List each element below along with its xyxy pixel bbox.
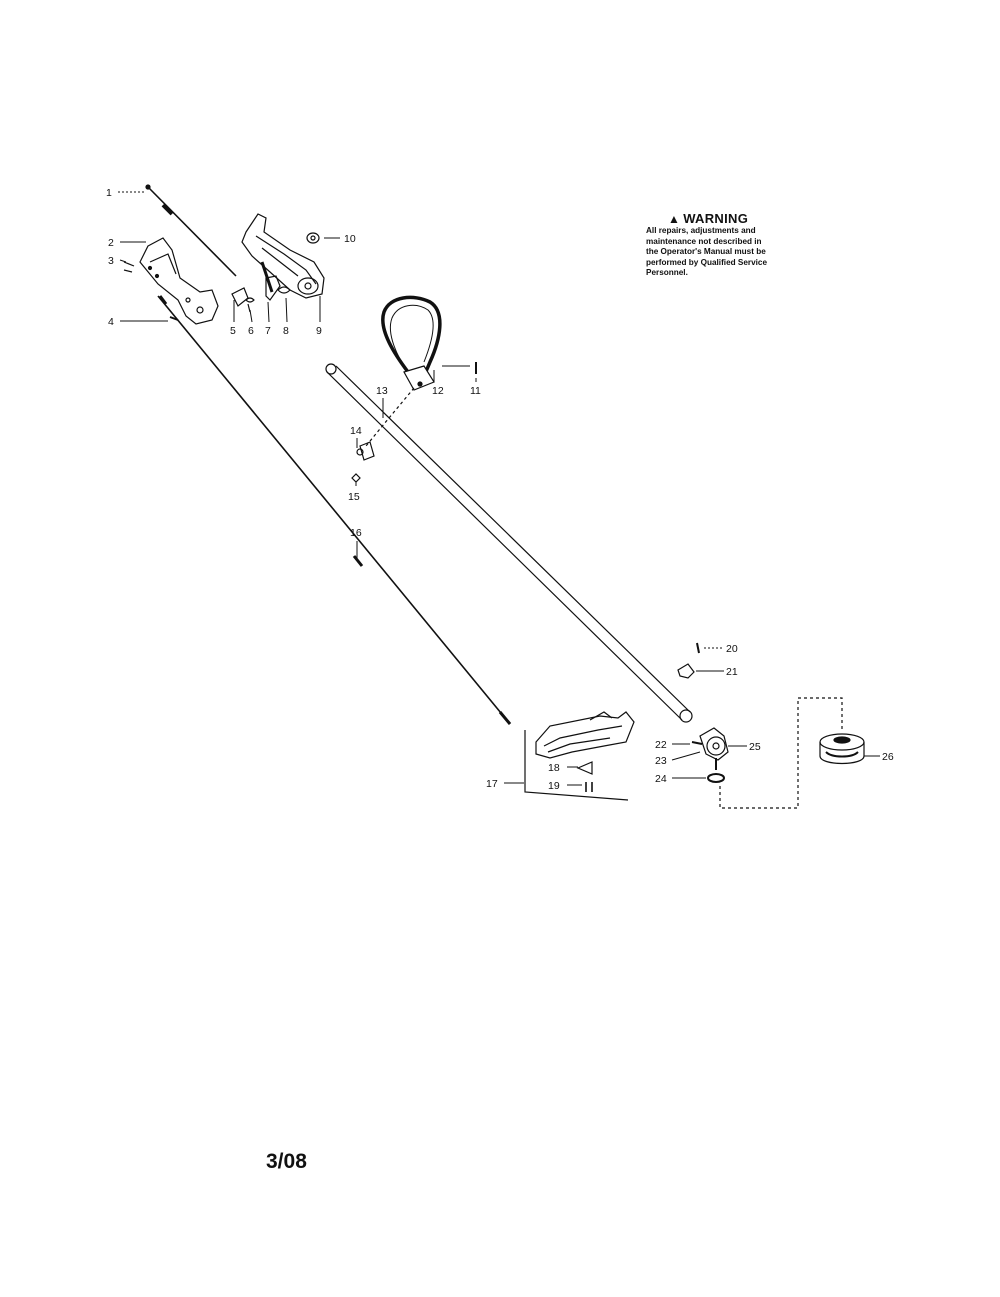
part-12-loop-handle bbox=[381, 295, 442, 391]
part-2-handle-housing bbox=[139, 237, 219, 325]
part-1-throttle-cable bbox=[145, 184, 237, 277]
warning-body: All repairs, adjustments and maintenance… bbox=[646, 226, 816, 279]
part-9-handle-assembly bbox=[241, 213, 325, 299]
callout-2: 2 bbox=[108, 237, 114, 249]
part-20-screw bbox=[696, 642, 700, 654]
warning-line: the Operator's Manual must be bbox=[646, 247, 766, 256]
part-21-clamp bbox=[677, 663, 695, 679]
callout-7: 7 bbox=[265, 325, 271, 337]
callout-6: 6 bbox=[248, 325, 254, 337]
callout-24: 24 bbox=[655, 773, 667, 785]
part-17-guard bbox=[535, 711, 635, 759]
part-6-spring bbox=[245, 297, 255, 313]
callout-20: 20 bbox=[726, 643, 738, 655]
callout-12: 12 bbox=[432, 385, 444, 397]
warning-line: maintenance not described in bbox=[646, 236, 762, 246]
callout-21: 21 bbox=[726, 666, 738, 678]
callout-1: 1 bbox=[106, 187, 112, 199]
warning-line: Personnel. bbox=[646, 268, 688, 277]
part-13-shaft-tube bbox=[325, 363, 693, 723]
callout-11: 11 bbox=[470, 385, 481, 397]
callout-3: 3 bbox=[108, 255, 114, 267]
leader-lines bbox=[118, 191, 880, 786]
warning-notice: ▲ WARNING All repairs, adjustments and m… bbox=[646, 211, 816, 279]
warning-title: ▲ WARNING bbox=[668, 211, 816, 226]
part-18-blade bbox=[576, 761, 593, 775]
callout-4: 4 bbox=[108, 316, 114, 328]
part-15-knob bbox=[351, 473, 361, 483]
part-3-screw bbox=[123, 261, 135, 273]
part-22-screw bbox=[691, 741, 703, 745]
callout-8: 8 bbox=[283, 325, 289, 337]
callout-25: 25 bbox=[749, 741, 761, 753]
callout-13: 13 bbox=[376, 385, 388, 397]
callout-18: 18 bbox=[548, 762, 560, 774]
part-24-washer bbox=[707, 773, 725, 783]
part-16-drive-shaft bbox=[157, 295, 512, 725]
callout-17: 17 bbox=[486, 778, 498, 790]
warning-title-text: WARNING bbox=[683, 211, 749, 226]
part-25-gearhead bbox=[699, 727, 729, 761]
part-19-screws bbox=[585, 782, 593, 792]
part-26-spool-head bbox=[819, 733, 865, 765]
part-10-nut bbox=[306, 232, 320, 244]
callout-16: 16 bbox=[350, 527, 362, 539]
callout-22: 22 bbox=[655, 739, 667, 751]
warning-line: performed by Qualified Service bbox=[646, 257, 768, 267]
warning-triangle-icon: ▲ bbox=[668, 211, 681, 226]
warning-line: All repairs, adjustments and bbox=[646, 226, 756, 235]
callout-10: 10 bbox=[344, 233, 356, 245]
callout-19: 19 bbox=[548, 780, 560, 792]
callout-26: 26 bbox=[882, 751, 894, 763]
revision-date: 3/08 bbox=[266, 1150, 307, 1173]
callout-5: 5 bbox=[230, 325, 236, 337]
callout-14: 14 bbox=[350, 425, 362, 437]
part-14-adapter bbox=[356, 441, 375, 461]
callout-15: 15 bbox=[348, 491, 360, 503]
callout-9: 9 bbox=[316, 325, 322, 337]
callout-23: 23 bbox=[655, 755, 667, 767]
part-17-bracket bbox=[524, 730, 629, 801]
callout-labels: 1 2 3 4 5 6 7 8 9 10 11 12 13 14 15 16 1… bbox=[106, 187, 894, 792]
